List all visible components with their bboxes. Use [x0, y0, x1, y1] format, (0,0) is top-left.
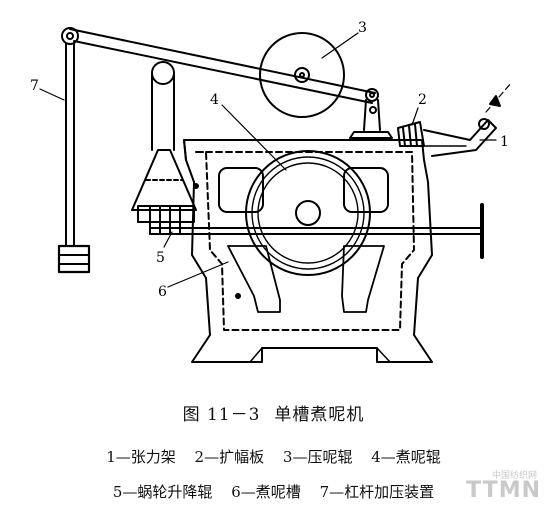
milling-trough: [227, 245, 385, 313]
legend-num: 5: [112, 483, 123, 501]
leader-lines: [39, 32, 497, 288]
callout-1: 1: [500, 134, 509, 150]
legend-sep: —: [292, 448, 308, 466]
callout-7: 7: [30, 78, 39, 94]
guide-column: [151, 61, 175, 151]
figure-number: 图 11－3: [182, 405, 261, 425]
callout-3: 3: [358, 20, 367, 36]
machine-frame: [183, 139, 433, 363]
press-roller: [259, 32, 345, 118]
frame-bolts: [193, 183, 241, 299]
legend-label: 扩幅板: [219, 448, 265, 466]
legend-sep: —: [380, 448, 396, 466]
legend-label: 煮呢辊: [395, 448, 441, 466]
figure-title: 单槽煮呢机: [274, 405, 365, 425]
legend-row-1: 1—张力架 2—扩幅板 3—压呢辊 4—煮呢辊: [0, 446, 547, 467]
frame-windows: [218, 167, 389, 213]
legend-sep: —: [240, 483, 256, 501]
callout-2: 2: [418, 92, 427, 108]
worm-shaft: [149, 203, 484, 259]
callout-5: 5: [156, 250, 165, 266]
legend-label: 杠杆加压装置: [344, 483, 435, 501]
legend-sep: —: [204, 448, 220, 466]
milling-roller: [245, 150, 371, 276]
legend-label: 张力架: [130, 448, 176, 466]
legend-num: 3: [282, 448, 293, 466]
legend-sep: —: [122, 483, 138, 501]
watermark-logo: TTMN: [466, 478, 541, 503]
lever-link: [349, 99, 393, 139]
callout-4: 4: [210, 92, 219, 108]
legend-label: 压呢辊: [307, 448, 353, 466]
lever-arm: [61, 27, 379, 104]
legend-sep: —: [115, 448, 131, 466]
legend-num: 1: [106, 448, 116, 466]
watermark-subtitle: 中国纺织网: [491, 471, 537, 481]
legend-label: 蜗轮升降辊: [137, 483, 213, 501]
counterweight: [57, 43, 91, 274]
legend-num: 2: [194, 448, 205, 466]
legend-label: 煮呢槽: [255, 483, 301, 501]
legend-row-2: 5—蜗轮升降辊 6—煮呢槽 7—杠杆加压装置: [0, 481, 547, 502]
legend-num: 4: [371, 448, 381, 466]
legend-sep: —: [329, 483, 345, 501]
figure-caption: 图 11－3 单槽煮呢机: [0, 400, 547, 425]
callout-6: 6: [158, 284, 167, 300]
legend-num: 6: [231, 483, 241, 501]
tension-frame: [419, 81, 513, 157]
legend-num: 7: [319, 483, 330, 501]
